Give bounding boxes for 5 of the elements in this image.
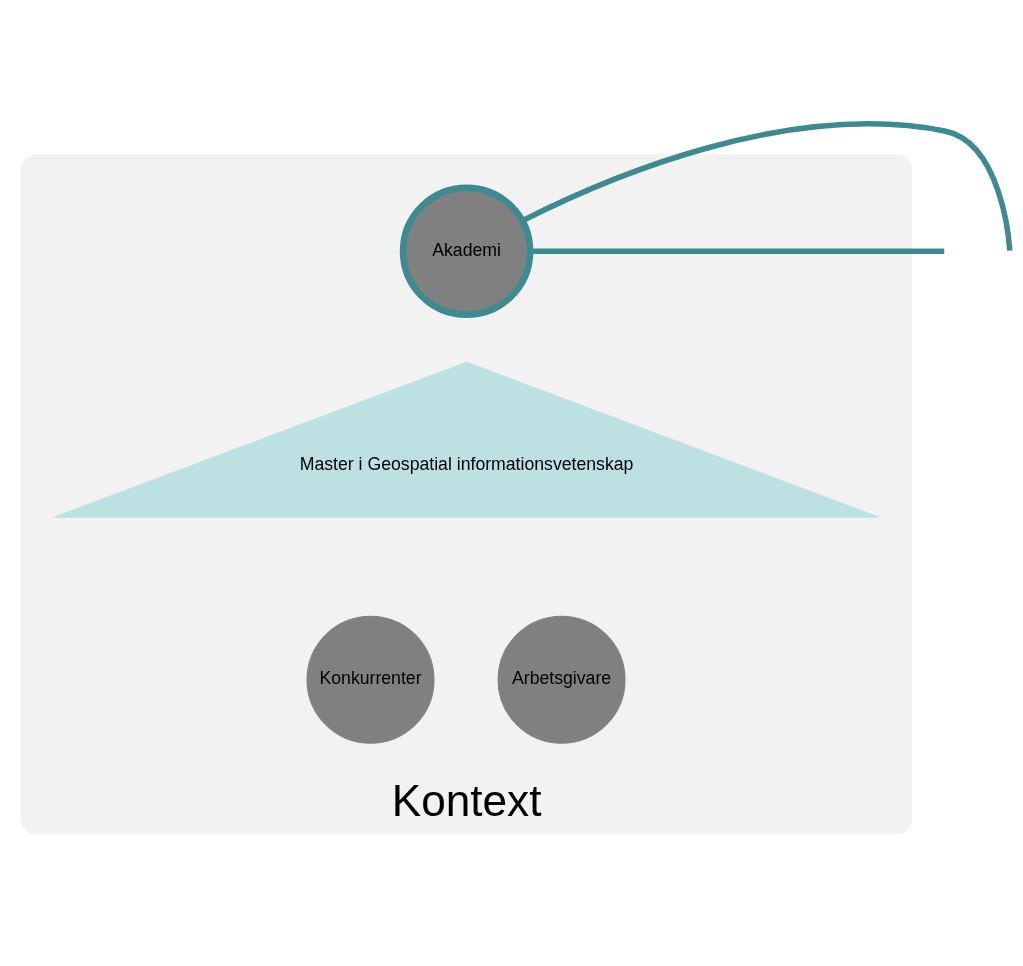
connector: [521, 121, 1013, 251]
node-circle: Arbetsgivare: [497, 615, 626, 744]
node-circle: Akademi: [399, 184, 534, 319]
connector: [530, 248, 945, 255]
node-circle: Konkurrenter: [306, 615, 435, 744]
